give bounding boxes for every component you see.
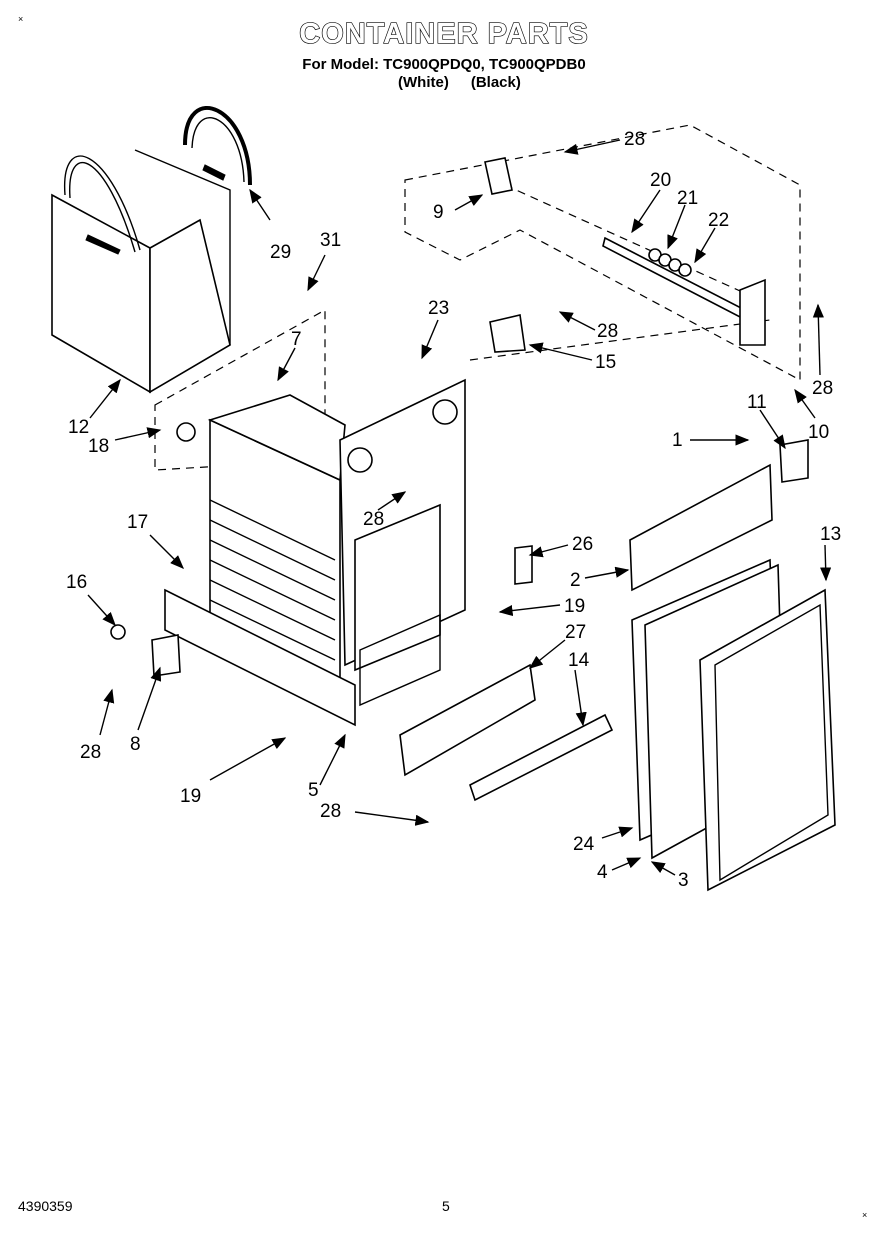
corner-mark-bottom-right: × xyxy=(862,1210,868,1220)
cabinet-body-part xyxy=(207,378,466,707)
callout-16: 16 xyxy=(66,572,87,593)
toe-grille-part xyxy=(399,663,614,802)
callout-28: 28 xyxy=(363,509,384,530)
bag-handle-part xyxy=(183,105,252,186)
callout-7: 7 xyxy=(291,329,302,350)
callout-28: 28 xyxy=(320,801,341,822)
corner-mark-top-left: × xyxy=(18,14,24,24)
callout-3: 3 xyxy=(678,870,689,891)
callout-12: 12 xyxy=(68,417,89,438)
hinge-plate-part xyxy=(489,314,526,353)
container-bag-part xyxy=(51,149,231,394)
callout-15: 15 xyxy=(595,352,616,373)
callout-29: 29 xyxy=(270,242,291,263)
callout-24: 24 xyxy=(573,834,595,855)
callout-1: 1 xyxy=(672,430,683,451)
latch-part xyxy=(151,634,181,677)
callout-19: 19 xyxy=(180,786,201,807)
callout-27: 27 xyxy=(565,622,586,643)
color-white-label: (White) xyxy=(398,74,449,91)
callout-31: 31 xyxy=(320,230,341,251)
callout-13: 13 xyxy=(820,524,841,545)
model-subtitle: For Model: TC900QPDQ0, TC900QPDB0 xyxy=(302,56,586,73)
door-trim-bar-part xyxy=(629,463,773,592)
leader-lines xyxy=(87,139,832,876)
callout-10: 10 xyxy=(808,422,829,443)
hinge-block-part xyxy=(779,439,809,483)
callout-23: 23 xyxy=(428,298,449,319)
hinge-assembly-group-outline xyxy=(404,124,801,382)
model-colors: (White) (Black) xyxy=(398,74,521,91)
hinge-rod-assembly-part xyxy=(602,236,766,346)
screw-part xyxy=(110,624,126,640)
callout-5: 5 xyxy=(308,780,319,801)
callout-18: 18 xyxy=(88,436,109,457)
door-gasket-part xyxy=(699,588,836,892)
callout-28: 28 xyxy=(80,742,101,763)
guide-line xyxy=(469,319,771,361)
bumper-part xyxy=(176,422,196,442)
callout-26: 26 xyxy=(572,534,593,555)
callout-17: 17 xyxy=(127,512,148,533)
color-black-label: (Black) xyxy=(470,74,521,91)
document-number: 4390359 xyxy=(18,1198,73,1214)
callout-14: 14 xyxy=(568,650,590,671)
callout-9: 9 xyxy=(433,202,444,223)
callout-8: 8 xyxy=(130,734,141,755)
callout-20: 20 xyxy=(650,170,671,191)
callout-28: 28 xyxy=(812,378,833,399)
callout-28: 28 xyxy=(597,321,618,342)
page-number: 5 xyxy=(442,1198,450,1214)
hinge-bracket-part xyxy=(484,157,513,195)
callout-22: 22 xyxy=(708,210,729,231)
guide-line xyxy=(504,184,761,301)
callout-19: 19 xyxy=(564,596,585,617)
callout-4: 4 xyxy=(597,862,608,883)
base-rail-part xyxy=(164,588,356,727)
callout-2: 2 xyxy=(570,570,581,591)
page-title: CONTAINER PARTS xyxy=(299,17,589,50)
callout-11: 11 xyxy=(747,392,767,413)
bag-bracket-group-outline xyxy=(154,308,326,471)
callout-28: 28 xyxy=(624,129,645,150)
callout-21: 21 xyxy=(677,188,698,209)
latch-bracket-part xyxy=(514,545,533,585)
